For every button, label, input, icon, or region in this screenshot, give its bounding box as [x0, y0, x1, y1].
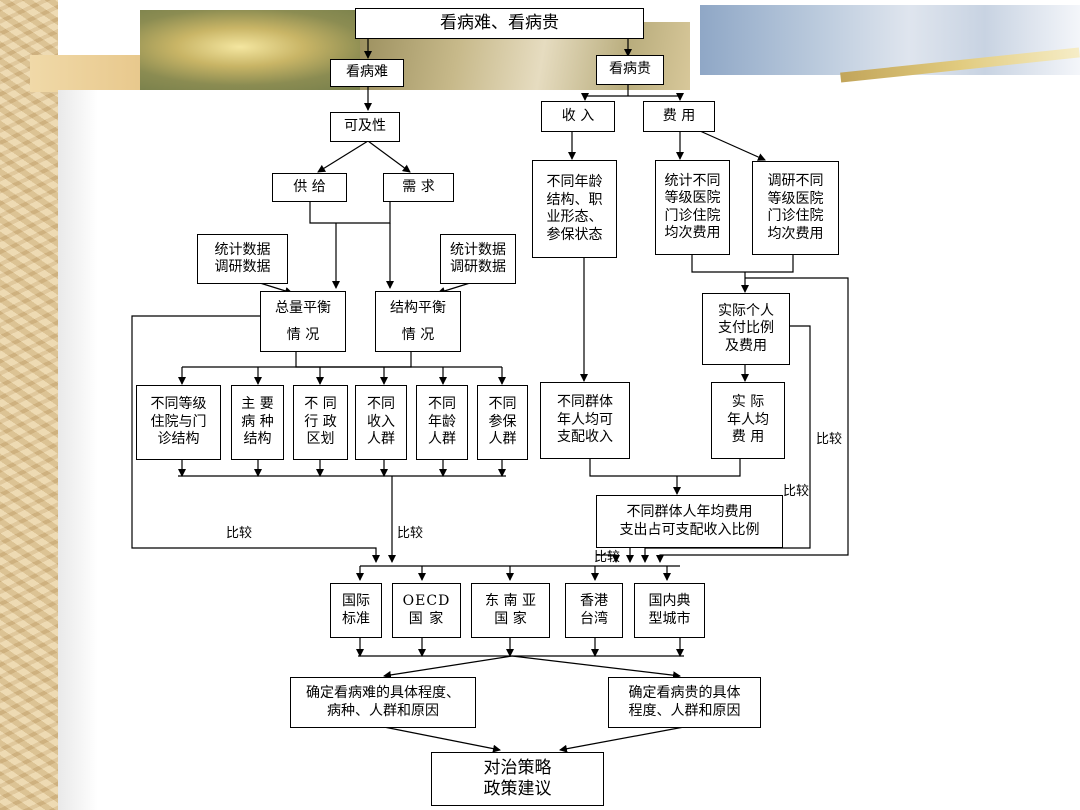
dim-box-income: 不同 收入 人群 — [355, 385, 407, 460]
benchmark-oecd: OECD 国 家 — [392, 583, 461, 638]
benchmark-domestic-cities: 国内典 型城市 — [634, 583, 705, 638]
survey-cost-box: 调研不同 等级医院 门诊住院 均次费用 — [752, 161, 839, 255]
actual-ratio-box: 实际个人 支付比例 及费用 — [702, 293, 790, 365]
supply-box: 供 给 — [272, 173, 347, 202]
dim-box-age: 不同 年龄 人群 — [416, 385, 468, 460]
stat-cost-box: 统计不同 等级医院 门诊住院 均次费用 — [655, 160, 730, 255]
conclusion-cost-box: 确定看病贵的具体 程度、人群和原因 — [608, 677, 761, 728]
compare-label: 比较 — [594, 550, 621, 565]
income-box: 收 入 — [541, 101, 615, 132]
cost-box: 费 用 — [643, 101, 715, 132]
benchmark-southeast-asia: 东 南 亚 国 家 — [471, 583, 550, 638]
stats-data-box-left: 统计数据 调研数据 — [197, 234, 288, 284]
structure-balance-box: 结构平衡 情 况 — [375, 291, 461, 352]
kanbingnan-box: 看病难 — [330, 59, 404, 87]
total-balance-box: 总量平衡 情 况 — [260, 291, 346, 352]
dim-box-regions: 不 同 行 政 区划 — [293, 385, 348, 460]
actual-cost-box: 实 际 年人均 费 用 — [711, 382, 785, 459]
dim-box-levels: 不同等级 住院与门 诊结构 — [136, 385, 221, 460]
dim-box-diseases: 主 要 病 种 结构 — [231, 385, 284, 460]
compare-label: 比较 — [816, 432, 843, 447]
compare-label: 比较 — [226, 526, 253, 541]
decorative-banner — [30, 0, 1080, 92]
conclusion-difficulty-box: 确定看病难的具体程度、 病种、人群和原因 — [290, 677, 476, 728]
income-detail-box: 不同年龄 结构、职 业形态、 参保状态 — [532, 160, 617, 258]
benchmark-international: 国际 标准 — [330, 583, 382, 638]
policy-recommendation-box: 对治策略 政策建议 — [431, 752, 604, 806]
stats-data-box-right: 统计数据 调研数据 — [440, 234, 516, 284]
expense-ratio-box: 不同群体人年均费用 支出占可支配收入比例 — [596, 495, 783, 548]
top-problem-box: 看病难、看病贵 — [355, 8, 644, 39]
demand-box: 需 求 — [383, 173, 454, 202]
benchmark-hk-taiwan: 香港 台湾 — [565, 583, 623, 638]
compare-label: 比较 — [397, 526, 424, 541]
accessibility-box: 可及性 — [330, 112, 400, 142]
kanbinggui-box: 看病贵 — [596, 55, 664, 85]
compare-label: 比较 — [783, 484, 810, 499]
group-income-box: 不同群体 年人均可 支配收入 — [540, 382, 630, 459]
dim-box-insurance: 不同 参保 人群 — [477, 385, 528, 460]
left-texture-strip — [0, 0, 58, 810]
